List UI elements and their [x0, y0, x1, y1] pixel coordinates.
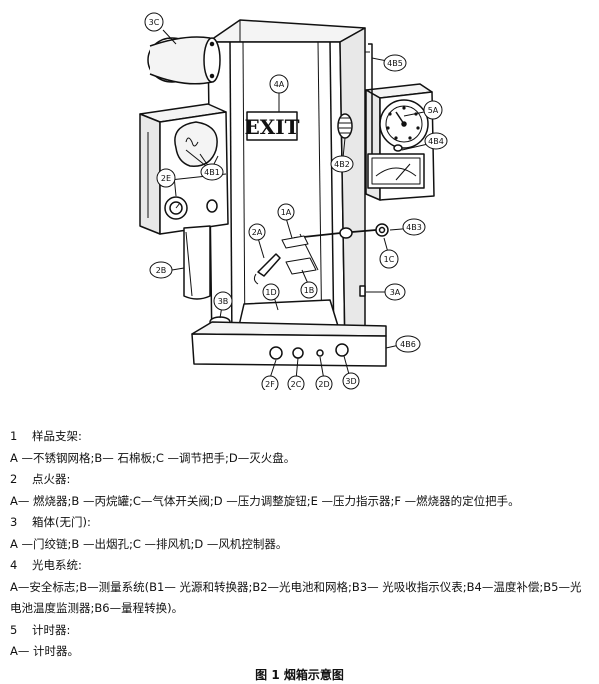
callout-4A: 4A: [269, 74, 289, 94]
propane-tank: [183, 225, 211, 300]
callout-5A: 5A: [423, 100, 443, 120]
svg-text:4A: 4A: [274, 80, 285, 89]
svg-text:2F: 2F: [265, 380, 275, 389]
svg-text:3B: 3B: [218, 297, 229, 306]
svg-text:1A: 1A: [281, 208, 292, 217]
svg-text:2C: 2C: [291, 380, 302, 389]
callout-2D: 2D: [315, 375, 333, 390]
svg-text:4B4: 4B4: [428, 137, 444, 146]
base-panel: [191, 321, 387, 367]
legend-section-desc: A—安全标志;B—测量系统(B1— 光源和转换器;B2—光电池和网格;B3— 光…: [10, 579, 582, 616]
flue-pipe: [365, 43, 373, 154]
svg-text:2D: 2D: [318, 380, 329, 389]
callout-4B2: 4B2: [330, 155, 354, 173]
callout-4B1: 4B1: [200, 163, 224, 181]
callout-3D: 3D: [342, 372, 360, 390]
svg-text:5A: 5A: [428, 106, 439, 115]
svg-text:3A: 3A: [390, 288, 401, 297]
callout-4B5: 4B5: [383, 54, 407, 72]
photometer-box: [365, 83, 435, 201]
ignition-control-box: [139, 103, 229, 235]
exhaust-fan: [147, 36, 221, 85]
callout-2F: 2F: [261, 375, 279, 390]
callout-2E: 2E: [156, 168, 176, 188]
smoke-box-diagram: EXIT: [139, 12, 448, 390]
callout-4B6: 4B6: [395, 335, 421, 353]
callout-3B: 3B: [213, 291, 233, 311]
door-hinge: [359, 285, 366, 297]
svg-text:1D: 1D: [265, 288, 276, 297]
svg-text:4B2: 4B2: [334, 160, 350, 169]
sample-holder: [281, 223, 389, 275]
exit-sign: EXIT: [245, 111, 300, 141]
svg-text:EXIT: EXIT: [245, 115, 300, 139]
svg-text:3D: 3D: [345, 377, 356, 386]
svg-text:1C: 1C: [384, 255, 395, 264]
svg-text:4B6: 4B6: [400, 340, 416, 349]
burner: [253, 253, 281, 285]
callout-1D: 1D: [262, 283, 280, 301]
figure-caption: 图 1 烟箱示意图: [255, 668, 344, 682]
legend-section-desc: A— 计时器。: [10, 644, 80, 658]
svg-text:2B: 2B: [156, 266, 167, 275]
photocell-grille: [337, 113, 353, 139]
svg-text:4B5: 4B5: [387, 59, 403, 68]
legend-section-desc: A— 燃烧器;B —丙烷罐;C—气体开关阀;D —压力调整旋钮;E —压力指示器…: [10, 493, 520, 508]
svg-text:1B: 1B: [304, 286, 315, 295]
callout-2C: 2C: [287, 375, 305, 390]
callout-3C: 3C: [144, 12, 164, 32]
svg-text:2E: 2E: [161, 174, 171, 183]
callout-1A: 1A: [277, 203, 295, 221]
callout-2B: 2B: [149, 261, 173, 279]
callout-2A: 2A: [248, 223, 266, 241]
legend-section-desc: A —门绞链;B —出烟孔;C —排风机;D —风机控制器。: [10, 536, 288, 551]
svg-text:3C: 3C: [149, 18, 160, 27]
callout-4B3: 4B3: [402, 218, 426, 236]
legend-section-desc: A —不锈钢网格;B— 石棉板;C —调节把手;D—灭火盘。: [10, 450, 296, 465]
callout-4B4: 4B4: [424, 132, 448, 150]
callout-1C: 1C: [379, 249, 399, 269]
svg-text:4B1: 4B1: [204, 168, 220, 177]
callout-3A: 3A: [384, 283, 406, 301]
svg-text:4B3: 4B3: [406, 223, 422, 232]
svg-text:2A: 2A: [252, 228, 263, 237]
callout-1B: 1B: [300, 281, 318, 299]
